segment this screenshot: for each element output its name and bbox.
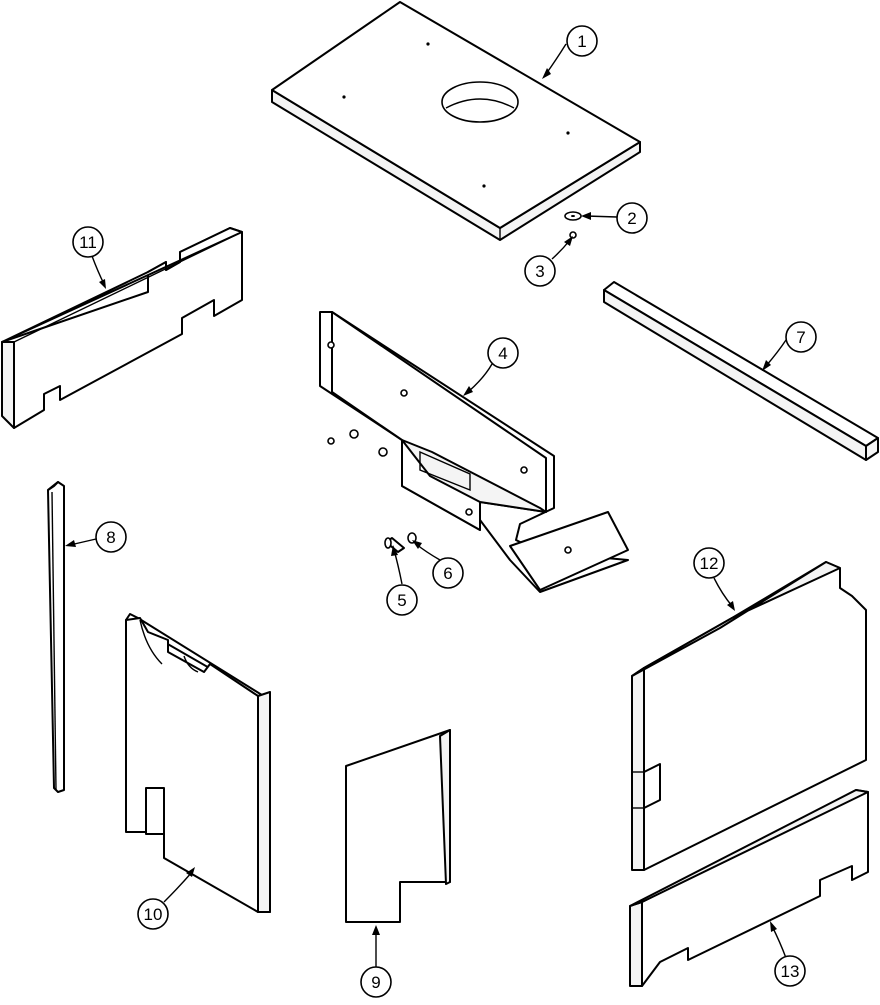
callout-6-label: 6 <box>443 564 452 583</box>
part-9-plate <box>345 729 451 923</box>
part-11-insulation-panel <box>1 227 243 429</box>
part-1-top-panel <box>271 1 641 241</box>
callout-11-label: 11 <box>79 233 97 252</box>
callout-13-label: 13 <box>781 962 800 981</box>
callout-6: 6 <box>412 540 464 589</box>
callout-8-label: 8 <box>106 528 115 547</box>
callout-8: 8 <box>65 521 127 553</box>
part-7-bar <box>603 281 879 461</box>
part-6-washer <box>407 532 417 544</box>
callout-10: 10 <box>137 867 195 930</box>
callout-1: 1 <box>542 25 598 79</box>
callout-2-label: 2 <box>627 209 636 228</box>
callout-10-label: 10 <box>144 905 163 924</box>
callout-12-label: 12 <box>700 554 719 573</box>
callout-11: 11 <box>72 226 106 289</box>
part-4-bracket-assembly <box>319 311 629 593</box>
callout-5-label: 5 <box>397 591 406 610</box>
callout-4: 4 <box>463 337 519 396</box>
callout-12: 12 <box>693 547 735 611</box>
part-13-insulation-strip <box>629 789 869 987</box>
part-8-strip <box>47 481 65 793</box>
callout-9-label: 9 <box>371 973 380 992</box>
callout-5: 5 <box>386 545 418 616</box>
part-10-insulation-block <box>125 613 271 913</box>
callout-3: 3 <box>524 236 573 287</box>
part-12-insulation-panel <box>631 561 867 871</box>
callout-3-label: 3 <box>535 262 544 281</box>
callout-4-label: 4 <box>498 344 507 363</box>
callout-13: 13 <box>770 921 806 987</box>
part-3-nut <box>569 231 577 239</box>
part-2-washer <box>564 211 582 221</box>
callout-9: 9 <box>360 925 392 998</box>
callout-7: 7 <box>762 321 817 371</box>
callout-7-label: 7 <box>796 328 805 347</box>
callout-2: 2 <box>581 202 648 234</box>
callout-1-label: 1 <box>577 32 586 51</box>
